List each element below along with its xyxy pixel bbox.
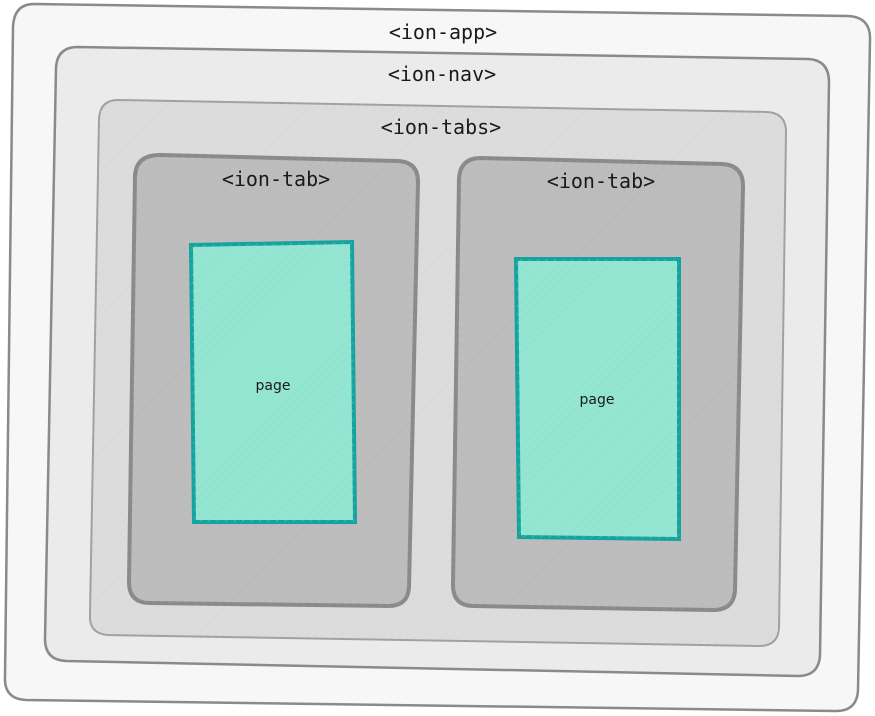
ion-tabs-label: <ion-tabs> [381,115,501,139]
ion-tab-2: <ion-tab> page [450,155,746,613]
page-2: page [513,257,681,542]
page-2-label: page [580,392,615,408]
ion-nav-label: <ion-nav> [388,62,496,86]
page-1: page [188,239,358,524]
ion-tab-2-label: <ion-tab> [547,169,655,193]
ion-tab-1: <ion-tab> page [126,152,421,609]
ion-app-label: <ion-app> [389,20,497,44]
page-1-label: page [256,378,291,394]
ion-tab-1-label: <ion-tab> [222,167,330,191]
